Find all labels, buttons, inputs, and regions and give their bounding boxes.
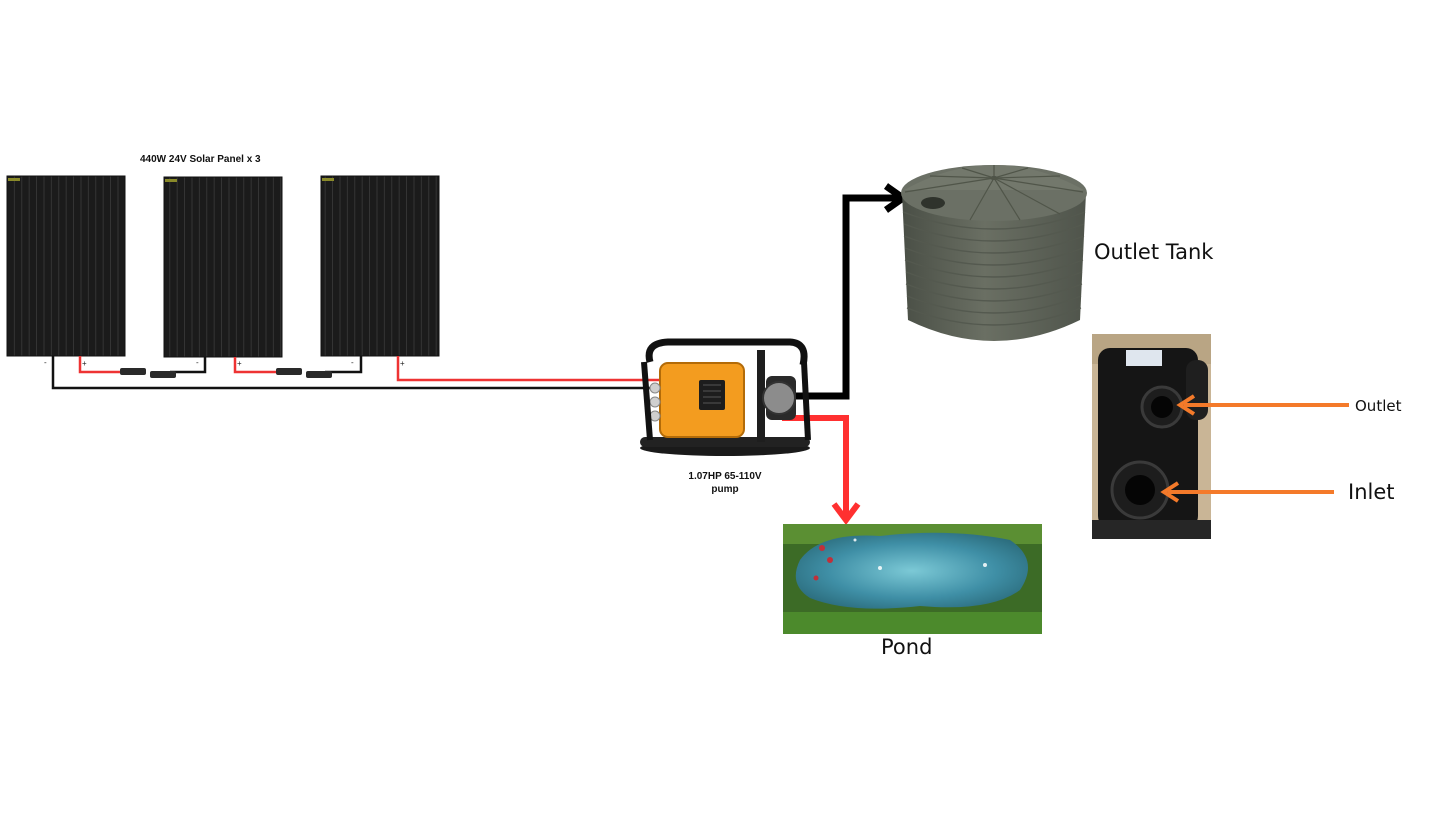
pump-label-line-2: pump: [711, 484, 739, 495]
inlet-label: Inlet: [1348, 480, 1395, 504]
pump-photo: [1092, 334, 1211, 539]
outlet-label: Outlet: [1355, 397, 1402, 415]
pond-label: Pond: [881, 635, 933, 659]
main-negative-wire: [51, 356, 665, 390]
panel-2-negative-lead: [170, 357, 207, 374]
pond-pipe-arrow: [782, 415, 861, 525]
outlet-tank-label: Outlet Tank: [1094, 240, 1214, 264]
outlet-callout-arrow: [1176, 394, 1349, 416]
panel-3-positive-sign: +: [400, 359, 405, 368]
solar-panel-1: [6, 175, 126, 357]
panel-2-positive-lead: [233, 357, 278, 374]
pump-illustration: [640, 338, 811, 456]
panel-1-positive-sign: +: [82, 359, 87, 368]
main-positive-wire: [396, 356, 665, 382]
inlet-callout-arrow: [1160, 481, 1334, 503]
panel-2-positive-sign: +: [237, 359, 242, 368]
solar-panels-title: 440W 24V Solar Panel x 3: [140, 154, 261, 165]
pond-illustration: [783, 524, 1042, 634]
outlet-tank-illustration: [901, 165, 1087, 341]
panel-3-negative-lead: [325, 356, 363, 374]
mc4-connector-2: [276, 368, 332, 378]
pump-label: 1.07HP 65-110V pump: [665, 470, 785, 496]
panel-2-negative-sign: -: [196, 358, 199, 367]
mc4-connector-1: [120, 368, 176, 378]
solar-panel-3: [320, 175, 440, 357]
panel-1-positive-lead: [78, 356, 122, 374]
panel-3-negative-sign: -: [351, 358, 354, 367]
pump-label-line-1: 1.07HP 65-110V: [688, 471, 762, 482]
panel-1-negative-sign: -: [44, 358, 47, 367]
solar-panel-2: [163, 176, 283, 358]
panel-wiring: [78, 356, 363, 374]
